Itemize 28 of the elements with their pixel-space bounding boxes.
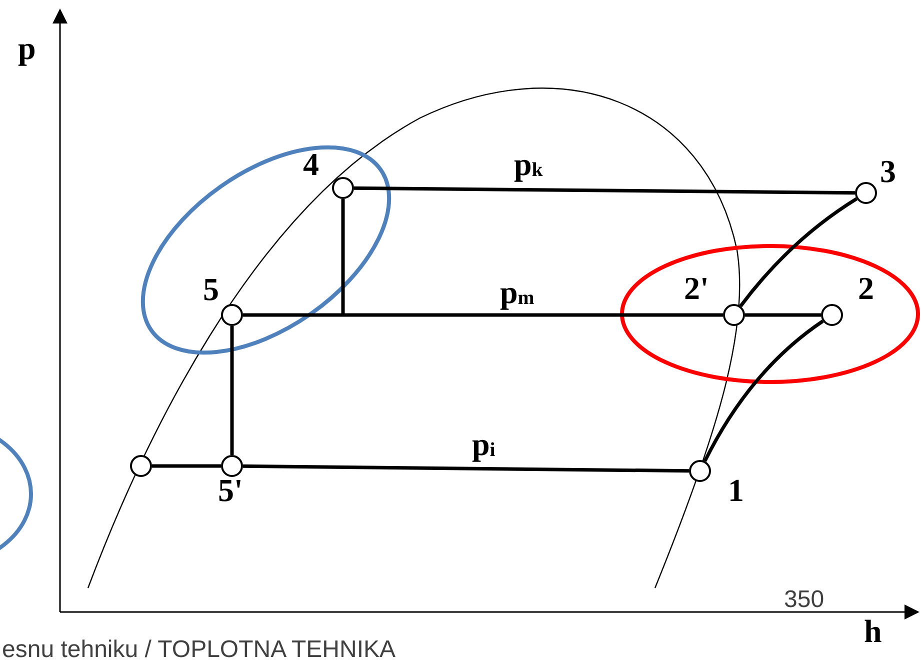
point-label: 4 [303,148,319,180]
point-label: 1 [728,474,744,506]
point-label: 2' [684,272,709,304]
process-line [242,464,690,473]
state-point [855,182,877,204]
footer-text: 350 [784,588,824,612]
process-line [230,326,234,455]
process-line [354,186,856,195]
state-point [689,460,711,482]
diagram-label: p [18,32,36,64]
state-point [821,304,843,326]
process-line [745,313,821,317]
process-line [739,197,858,308]
state-point [723,304,745,326]
state-point [130,455,152,477]
process-line [703,320,824,462]
point-label: 2 [858,272,874,304]
footer-text: esnu tehniku / TOPLOTNA TEHNIKA [2,638,396,662]
point-label: 5' [218,474,243,506]
state-point [221,455,243,477]
process-line [341,199,345,315]
point-label: 5 [203,273,219,305]
point-label: 3 [880,155,896,187]
process-line [152,464,221,468]
diagram-label: h [864,615,882,647]
state-point [332,177,354,199]
process-line [243,313,723,317]
state-point [221,304,243,326]
